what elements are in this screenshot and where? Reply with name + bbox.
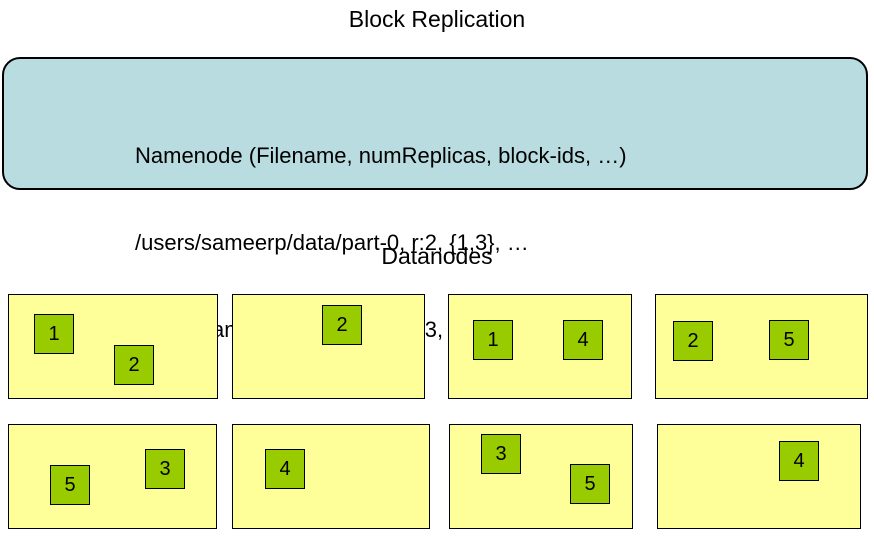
block-1: 1 — [473, 320, 513, 360]
datanode-box-r2c4: 4 — [657, 424, 861, 529]
namenode-box: Namenode (Filename, numReplicas, block-i… — [2, 57, 868, 342]
block-5: 5 — [50, 465, 90, 505]
block-2: 2 — [673, 321, 713, 361]
block-4: 4 — [563, 320, 603, 360]
block-4: 4 — [779, 441, 819, 481]
block-5: 5 — [570, 464, 610, 504]
datanodes-heading: Datanodes — [381, 243, 493, 269]
block-3: 3 — [145, 449, 185, 489]
datanode-box-r1c2: 2 — [232, 294, 425, 399]
block-1: 1 — [34, 314, 74, 354]
block-3: 3 — [481, 434, 521, 474]
namenode-line-header: Namenode (Filename, numReplicas, block-i… — [135, 143, 627, 168]
namenode-line-part0: /users/sameerp/data/part-0, r:2, {1,3}, … — [135, 230, 529, 255]
page-title: Block Replication — [348, 6, 526, 32]
block-2: 2 — [322, 305, 362, 345]
block-5: 5 — [769, 320, 809, 360]
block-2: 2 — [114, 345, 154, 385]
datanode-box-r2c2: 4 — [232, 424, 430, 529]
block-4: 4 — [265, 449, 305, 489]
